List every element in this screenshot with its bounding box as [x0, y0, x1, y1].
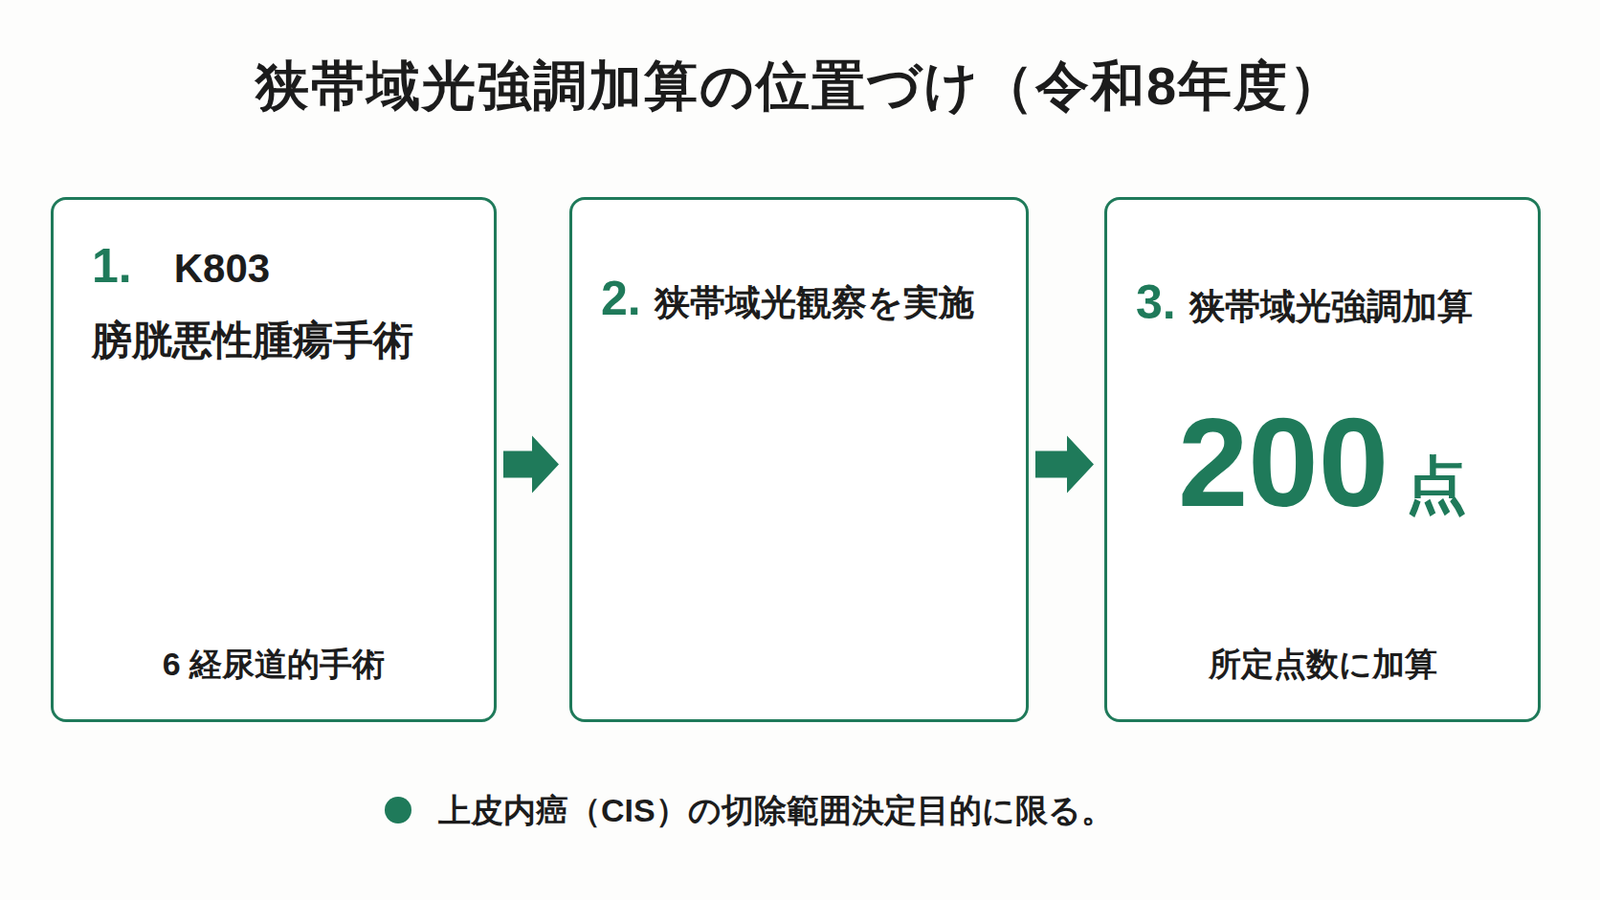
text-group: 所定点数に加算: [1107, 642, 1538, 687]
text-group: 6 経尿道的手術: [53, 642, 494, 687]
step-footer: 所定点数に加算: [1208, 645, 1438, 683]
step-box: 3. 狭帯域光強調加算 200点所定点数に加算: [1104, 197, 1541, 723]
points-value: 200: [1177, 391, 1389, 535]
note-text: 上皮内癌（CIS）の切除範囲決定目的に限る。: [438, 788, 1114, 833]
step-heading: K803 膀胱悪性腫瘍手術: [91, 245, 414, 363]
step-heading: 狭帯域光強調加算: [1189, 287, 1473, 327]
text-group: 3. 狭帯域光強調加算: [1135, 270, 1538, 346]
flow-arrow: [1035, 436, 1094, 494]
step-box: 1.K803 膀胱悪性腫瘍手術 6 経尿道的手術: [50, 197, 497, 723]
diagram-title: 狭帯域光強調加算の位置づけ（令和8年度）: [0, 47, 1600, 125]
bullet-dot: [384, 797, 412, 824]
step-number: 3.: [1135, 275, 1177, 330]
text-group: 2. 狭帯域光観察を実施: [600, 266, 1023, 342]
step-heading: 狭帯域光観察を実施: [654, 283, 975, 323]
step-number: 1.: [91, 239, 133, 293]
step-number: 2.: [600, 271, 642, 326]
flow-arrow: [503, 436, 559, 494]
text-group: 200点: [1107, 391, 1538, 535]
step-footer: 6 経尿道的手術: [162, 645, 385, 683]
points-unit: 点: [1405, 444, 1467, 528]
text-group: 1.K803 膀胱悪性腫瘍手術: [91, 234, 475, 381]
step-box: 2. 狭帯域光観察を実施: [569, 197, 1029, 723]
